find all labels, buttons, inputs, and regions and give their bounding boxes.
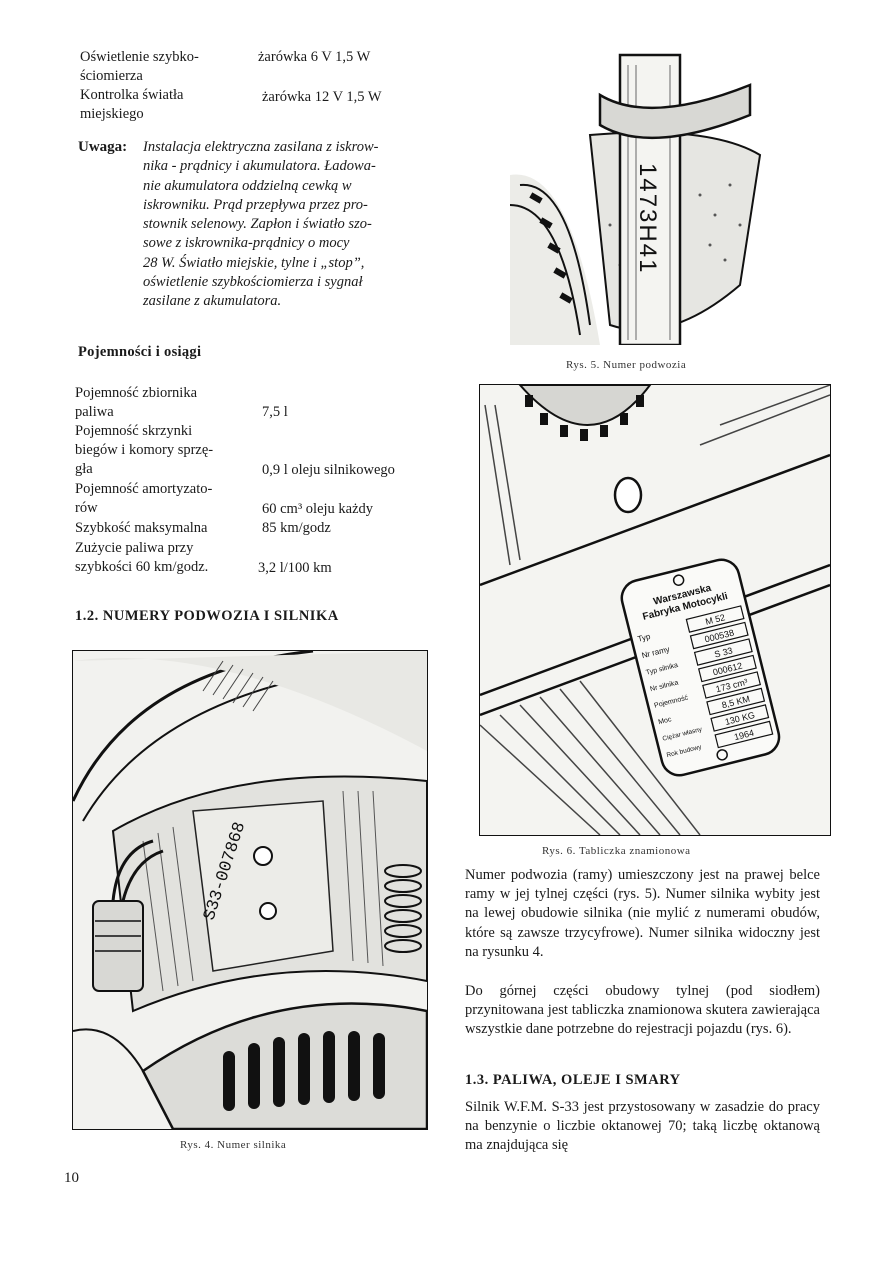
capacity-label-line: Pojemność amortyzato- [75,481,213,497]
note-line: 28 W. Światło miejskie, tylne i „stop”, [143,254,365,271]
plate-row-label: Typ [637,632,652,644]
note-line: stownik selenowy. Zapłon i światło szo- [143,216,372,233]
note-line: sowe z iskrownika-prądnicy o mocy [143,235,350,252]
figure-6-nameplate-illustration: Warszawska Fabryka Motocykli Typ M 52 Nr… [479,384,831,836]
capacity-label-fuel-tank: Pojemność zbiornika paliwa [75,384,197,422]
spec-label-line: Kontrolka światła [80,87,184,103]
figure-5-frame-illustration: 1473H41 [510,45,772,345]
capacity-label-line: paliwa [75,404,114,420]
capacity-label-fuel-consumption: Zużycie paliwa przy szybkości 60 km/godz… [75,539,208,577]
engine-drawing: S33-007868 [73,651,427,1129]
note-body: Instalacja elektryczna zasilana z iskrow… [143,138,403,312]
right-paragraph-2: Do górnej części obudowy tylnej (pod sio… [465,983,820,1038]
note-label: Uwaga: [78,139,128,155]
figure-5-caption: Rys. 5. Numer podwozia [566,359,687,371]
note-line: nie akumulatora oddzielną cewką w [143,177,352,194]
nameplate-drawing: Warszawska Fabryka Motocykli Typ M 52 Nr… [480,385,830,835]
frame-number-stamp: 1473H41 [634,163,661,274]
capacity-label-max-speed: Szybkość maksymalna [75,519,208,538]
capacity-value-shock-absorbers: 60 cm³ oleju każdy [262,501,374,517]
capacity-label-shock-absorbers: Pojemność amortyzato- rów [75,480,212,518]
note-line: iskrowniku. Prąd przepływa przez pro- [143,196,368,213]
plate-row-value: M 52 [704,612,726,627]
section-1-3-paragraph: Silnik W.F.M. S-33 jest przystosowany w … [465,1099,820,1154]
spec-value-city-light-indicator: żarówka 12 V 1,5 W [262,89,382,105]
note-line: oświetlenie szybkościomierza i sygnał [143,274,363,291]
spec-label-line: ściomierza [80,68,143,84]
right-paragraph-1: Numer podwozia (ramy) umieszczony jest n… [465,867,820,960]
figure-4-engine-illustration: S33-007868 [72,650,428,1130]
capacities-heading: Pojemności i osiągi [78,344,202,360]
capacity-label-line: szybkości 60 km/godz. [75,559,209,575]
capacity-value-fuel-tank: 7,5 l [262,404,288,420]
spec-label-speedometer-light: Oświetlenie szybko- ściomierza [80,48,199,86]
note-line: zasilane z akumulatora. [143,293,282,310]
capacity-value-fuel-consumption: 3,2 l/100 km [258,560,332,576]
plate-row-value: 1964 [733,728,755,743]
note-line: nika - prądnicy i akumulatora. Ładowa- [143,158,376,175]
section-1-2-heading: 1.2. NUMERY PODWOZIA I SILNIKA [75,608,339,624]
capacity-label-line: Pojemność skrzynki [75,423,193,439]
frame-drawing: 1473H41 [510,53,762,345]
spec-label-city-light-indicator: Kontrolka światła miejskiego [80,86,184,124]
figure-4-caption: Rys. 4. Numer silnika [180,1139,287,1151]
capacity-label-line: Pojemność zbiornika [75,385,198,401]
spec-label-line: miejskiego [80,106,144,122]
capacity-value-gearbox: 0,9 l oleju silnikowego [262,462,395,478]
capacity-label-gearbox: Pojemność skrzynki biegów i komory sprzę… [75,422,213,479]
figure-6-caption: Rys. 6. Tabliczka znamionowa [542,845,691,857]
spec-value-speedometer-light: żarówka 6 V 1,5 W [258,49,371,65]
capacity-label-line: biegów i komory sprzę- [75,442,214,458]
capacity-label-line: Zużycie paliwa przy [75,540,194,556]
plate-row-label: Moc [658,716,673,726]
capacity-label-line: gła [75,461,93,477]
plate-row-value: S 33 [713,645,733,659]
spec-label-line: Oświetlenie szybko- [80,49,199,65]
capacity-label-line: Szybkość maksymalna [75,520,208,536]
capacity-label-line: rów [75,500,98,516]
note-line: Instalacja elektryczna zasilana z iskrow… [143,139,379,155]
section-1-3-heading: 1.3. PALIWA, OLEJE I SMARY [465,1072,681,1088]
page-number: 10 [64,1170,79,1186]
capacity-value-max-speed: 85 km/godz [262,520,331,536]
